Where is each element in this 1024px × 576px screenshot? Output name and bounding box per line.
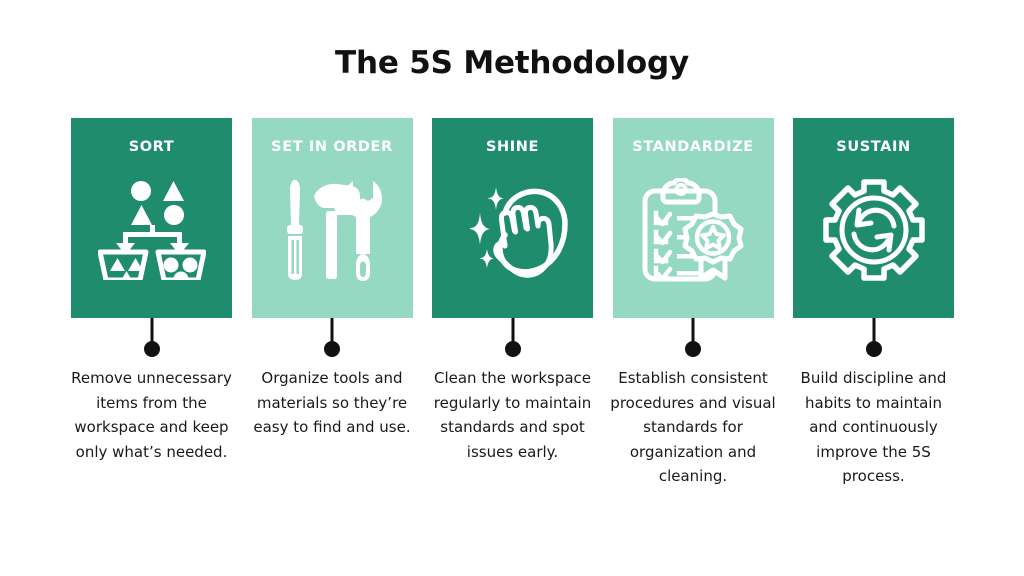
connector-stem: [150, 318, 153, 344]
connector-sustain: [793, 318, 954, 366]
step-description-sustain: Build discipline and habits to maintain …: [800, 369, 947, 485]
step-card-shine[interactable]: SHINE: [432, 118, 593, 318]
connector-stem: [330, 318, 334, 344]
page-title: The 5S Methodology: [335, 45, 689, 81]
gear-refresh-cycle-icon: [793, 175, 954, 285]
step-description-standardize: Establish consistent procedures and visu…: [610, 369, 776, 485]
step-label-standardize: STANDARDIZE: [632, 139, 754, 155]
connector-set-in-order: [252, 318, 413, 366]
step-label-shine: SHINE: [485, 139, 539, 155]
connector-standardize: [613, 318, 774, 366]
step-card-sort[interactable]: SORT: [71, 118, 232, 318]
connector-dot: [504, 341, 521, 357]
steps-row: SORT: [71, 118, 954, 489]
connector-dot: [324, 341, 340, 357]
connector-shine: [432, 318, 593, 366]
step-label-sustain: SUSTAIN: [836, 139, 911, 155]
step-column-shine: SHINE: [432, 118, 593, 489]
tools-screwdriver-hammer-wrench-icon: [252, 175, 413, 285]
step-card-sustain[interactable]: SUSTAIN: [793, 118, 954, 318]
step-description-shine: Clean the workspace regularly to maintai…: [433, 369, 592, 461]
step-column-sustain: SUSTAIN Bui: [793, 118, 954, 489]
connector-dot: [865, 341, 882, 357]
connector-sort: [71, 318, 232, 366]
connector-dot: [143, 341, 160, 357]
step-description-set-in-order: Organize tools and materials so they’re …: [253, 369, 411, 436]
step-column-standardize: STANDARDIZE: [610, 118, 776, 489]
step-label-set-in-order: SET IN ORDER: [271, 139, 393, 155]
connector-dot: [685, 341, 701, 357]
step-card-set-in-order[interactable]: SET IN ORDER: [251, 118, 413, 318]
step-label-sort: SORT: [128, 139, 175, 155]
hand-cleaning-cloth-sparkle-icon: [432, 175, 593, 285]
step-description-sort: Remove unnecessary items from the worksp…: [71, 369, 232, 461]
connector-stem: [872, 318, 875, 344]
connector-stem: [691, 318, 695, 344]
connector-stem: [511, 318, 514, 344]
step-column-set-in-order: SET IN ORDER: [251, 118, 413, 489]
step-card-standardize[interactable]: STANDARDIZE: [612, 118, 774, 318]
clipboard-checklist-award-icon: [613, 175, 774, 285]
step-column-sort: SORT: [71, 118, 232, 489]
sort-shapes-into-bins-icon: [71, 175, 232, 285]
